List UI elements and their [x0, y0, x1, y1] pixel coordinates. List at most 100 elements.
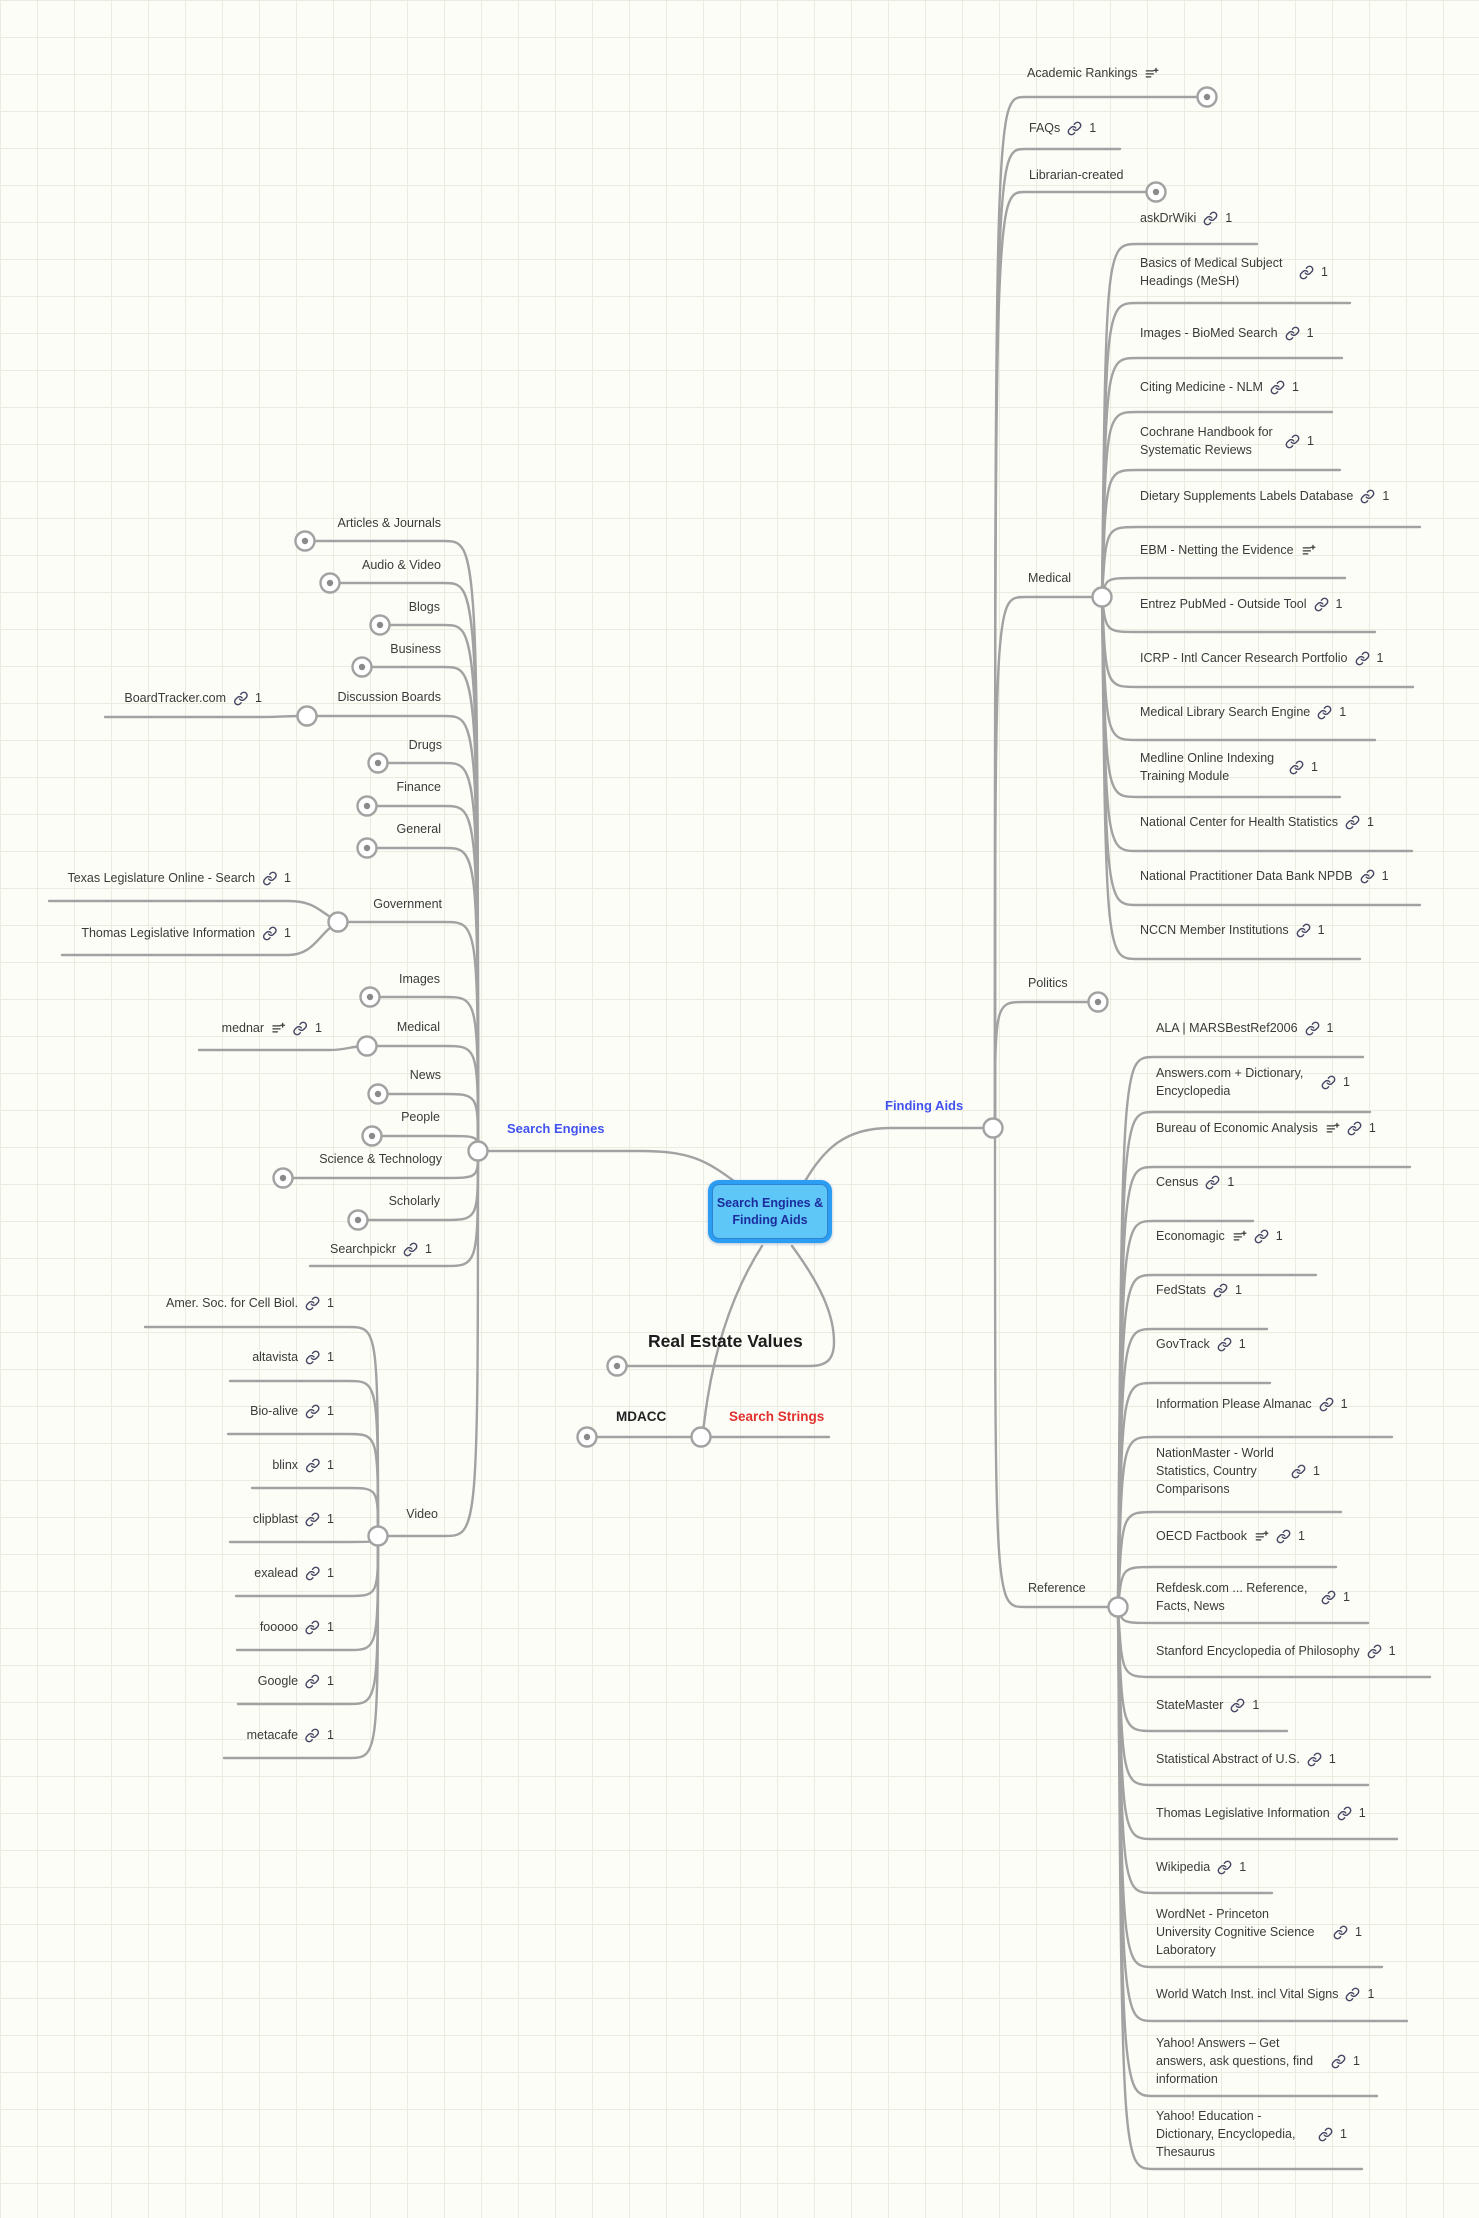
ref-yahoo-education[interactable]: Yahoo! Education - Dictionary, Encyclope…: [1156, 2107, 1347, 2161]
handle-drugs[interactable]: [367, 752, 389, 774]
handle-search-engines[interactable]: [467, 1140, 489, 1162]
link-icon[interactable]: [1217, 1337, 1232, 1352]
handle-discussion-boards[interactable]: [296, 705, 318, 727]
fa-reference[interactable]: Reference: [1028, 1579, 1086, 1597]
handle-librarian-created[interactable]: [1145, 181, 1167, 203]
link-icon[interactable]: [1296, 923, 1311, 938]
link-icon[interactable]: [1289, 760, 1304, 775]
se-audio-video[interactable]: Audio & Video: [362, 556, 441, 574]
link-icon[interactable]: [403, 1242, 418, 1257]
link-icon[interactable]: [305, 1512, 320, 1527]
link-icon[interactable]: [305, 1458, 320, 1473]
handle-news[interactable]: [367, 1083, 389, 1105]
topic-mdacc[interactable]: MDACC: [616, 1407, 666, 1426]
link-icon[interactable]: [1254, 1229, 1269, 1244]
se-finance[interactable]: Finance: [397, 778, 441, 796]
handle-politics[interactable]: [1087, 991, 1109, 1013]
handle-se-medical[interactable]: [356, 1035, 378, 1057]
link-icon[interactable]: [1213, 1283, 1228, 1298]
link-icon[interactable]: [305, 1404, 320, 1419]
ref-wordnet[interactable]: WordNet - Princeton University Cognitive…: [1156, 1905, 1362, 1959]
handle-academic-rankings[interactable]: [1196, 86, 1218, 108]
fa-academic-rankings[interactable]: Academic Rankings: [1027, 64, 1159, 82]
link-icon[interactable]: [1321, 1590, 1336, 1605]
root-topic[interactable]: Search Engines & Finding Aids: [708, 1180, 832, 1243]
link-icon[interactable]: [1347, 1121, 1362, 1136]
link-icon[interactable]: [305, 1620, 320, 1635]
handle-business[interactable]: [351, 656, 373, 678]
link-icon[interactable]: [1337, 1806, 1352, 1821]
link-icon[interactable]: [1307, 1752, 1322, 1767]
link-icon[interactable]: [1355, 651, 1370, 666]
med-cochrane-handbook[interactable]: Cochrane Handbook for Systematic Reviews…: [1140, 423, 1314, 459]
handle-images[interactable]: [359, 986, 381, 1008]
link-icon[interactable]: [1276, 1529, 1291, 1544]
handle-mdacc[interactable]: [576, 1426, 598, 1448]
branch-search-engines[interactable]: Search Engines: [507, 1120, 605, 1139]
link-icon[interactable]: [1291, 1464, 1306, 1479]
link-icon[interactable]: [1367, 1644, 1382, 1659]
link-icon[interactable]: [262, 926, 277, 941]
link-icon[interactable]: [1314, 597, 1329, 612]
handle-general[interactable]: [356, 837, 378, 859]
link-icon[interactable]: [305, 1566, 320, 1581]
link-icon[interactable]: [1299, 265, 1314, 280]
handle-reference[interactable]: [1107, 1596, 1129, 1618]
link-icon[interactable]: [305, 1728, 320, 1743]
link-icon[interactable]: [1331, 2054, 1346, 2069]
video-amer-soc-cell-biol[interactable]: Amer. Soc. for Cell Biol.1: [166, 1294, 334, 1312]
branch-finding-aids[interactable]: Finding Aids: [885, 1097, 963, 1116]
se-general[interactable]: General: [397, 820, 441, 838]
handle-finance[interactable]: [356, 795, 378, 817]
handle-articles-journals[interactable]: [294, 530, 316, 552]
link-icon[interactable]: [293, 1021, 308, 1036]
link-icon[interactable]: [1321, 1075, 1336, 1090]
fa-medical[interactable]: Medical: [1028, 569, 1071, 587]
link-icon[interactable]: [1305, 1021, 1320, 1036]
link-icon[interactable]: [233, 691, 248, 706]
link-icon[interactable]: [305, 1674, 320, 1689]
link-icon[interactable]: [1318, 2127, 1333, 2142]
se-blogs[interactable]: Blogs: [409, 598, 440, 616]
se-images[interactable]: Images: [399, 970, 440, 988]
handle-audio-video[interactable]: [319, 572, 341, 594]
handle-blogs[interactable]: [369, 614, 391, 636]
handle-real-estate-values[interactable]: [606, 1355, 628, 1377]
handle-finding-aids[interactable]: [982, 1117, 1004, 1139]
topic-real-estate-values[interactable]: Real Estate Values: [648, 1329, 803, 1354]
se-video[interactable]: Video: [406, 1505, 438, 1523]
med-mesh-basics[interactable]: Basics of Medical Subject Headings (MeSH…: [1140, 254, 1328, 290]
link-icon[interactable]: [1333, 1925, 1348, 1940]
se-science-technology[interactable]: Science & Technology: [319, 1150, 442, 1168]
link-icon[interactable]: [1317, 705, 1332, 720]
ref-yahoo-answers[interactable]: Yahoo! Answers – Get answers, ask questi…: [1156, 2034, 1360, 2088]
link-icon[interactable]: [1319, 1397, 1334, 1412]
fa-librarian-created[interactable]: Librarian-created: [1029, 166, 1124, 184]
link-icon[interactable]: [1285, 326, 1300, 341]
